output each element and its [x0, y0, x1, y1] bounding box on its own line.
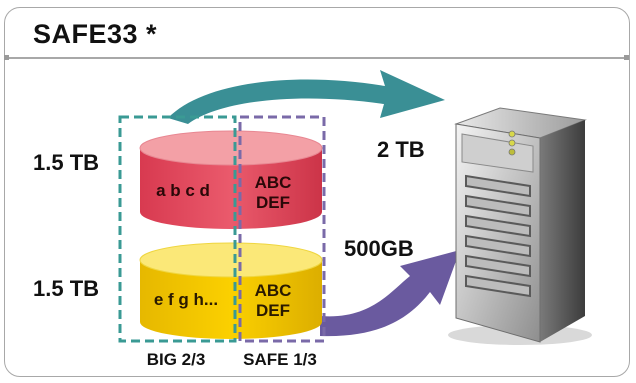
disk-2-safe-text-1: ABC	[255, 281, 292, 300]
page-title: SAFE33 *	[33, 19, 158, 49]
big-target-label: 2 TB	[377, 137, 425, 162]
safe-target-label: 500GB	[344, 236, 414, 261]
disk-2-size-label: 1.5 TB	[33, 276, 100, 301]
big-column-box	[118, 115, 237, 343]
big-column-label: BIG 2/3	[146, 350, 206, 369]
disk-1-size-label: 1.5 TB	[33, 150, 100, 175]
disk-1-safe-text-2: DEF	[256, 193, 290, 212]
safe-column-box	[238, 115, 326, 343]
safe-column-label: SAFE 1/3	[243, 350, 317, 369]
disk-1-safe-text-1: ABC	[255, 173, 292, 192]
disk-2-safe-text-2: DEF	[256, 301, 290, 320]
disk-1-cylinder	[139, 130, 323, 229]
divider-end-left	[4, 55, 9, 60]
disk-2-big-text: e f g h...	[154, 290, 218, 309]
server-tower-icon	[448, 107, 592, 345]
divider-end-right	[624, 55, 629, 60]
disk-2-cylinder	[139, 242, 323, 339]
title-divider	[4, 57, 628, 59]
disk-1-big-text: a b c d	[156, 181, 210, 200]
big-arrow	[168, 70, 445, 124]
safe-arrow	[320, 250, 460, 337]
